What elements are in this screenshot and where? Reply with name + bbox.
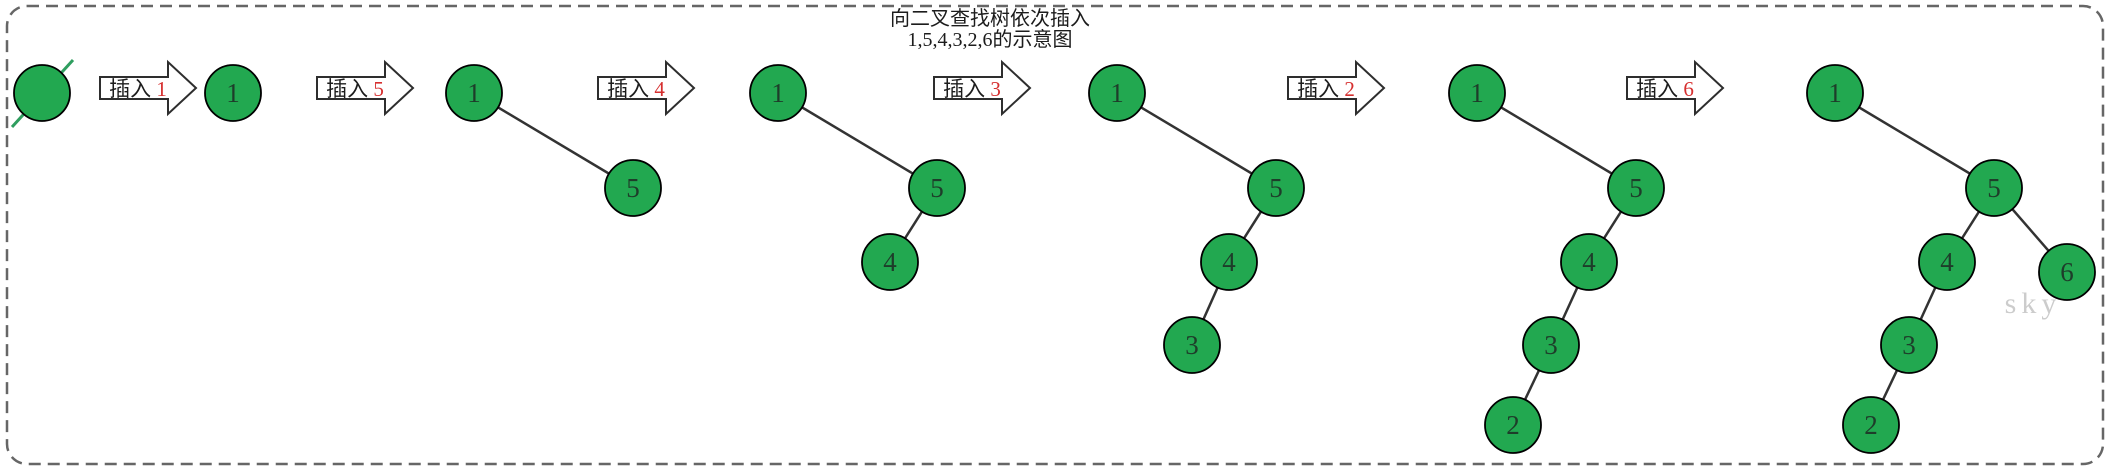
tree-node	[1806, 64, 1864, 122]
tree-node-value: 5	[1987, 173, 2001, 203]
tree-node-value: 3	[1902, 330, 1916, 360]
diagram-title-line1: 向二叉查找树依次插入	[890, 7, 1090, 30]
tree-after-insert-6: 1 5 4 3 2 6	[1806, 64, 2096, 454]
tree-node	[1247, 159, 1305, 217]
tree-node	[445, 64, 503, 122]
tree-node-value: 6	[2060, 257, 2074, 287]
tree-node	[1842, 396, 1900, 454]
tree-node	[908, 159, 966, 217]
tree-node-value: 1	[1470, 78, 1484, 108]
tree-after-insert-2: 1 5 4 3 2	[1448, 64, 1665, 454]
tree-edge	[1116, 91, 1277, 190]
arrow-label: 插入 1	[109, 77, 167, 101]
arrow-shape	[597, 59, 696, 117]
arrow-label: 插入 4	[607, 77, 665, 101]
tree-node	[1484, 396, 1542, 454]
tree-node-value: 3	[1185, 330, 1199, 360]
tree-node	[1560, 233, 1618, 291]
arrow-shape	[1287, 59, 1386, 117]
tree-empty-tree	[10, 58, 75, 129]
tree-after-insert-5: 15	[445, 64, 662, 217]
tree-node-value: 1	[1828, 78, 1842, 108]
tree-node	[1522, 316, 1580, 374]
tree-node	[1607, 159, 1665, 217]
tree-node-value: 5	[626, 173, 640, 203]
tree-edge	[1476, 91, 1637, 190]
tree-node-value: 5	[930, 173, 944, 203]
tree-node	[1200, 233, 1258, 291]
tree-node-value: 2	[1506, 410, 1520, 440]
tree-node-value: 4	[1582, 247, 1596, 277]
arrow-shape	[933, 59, 1032, 117]
arrow-label: 插入 3	[943, 77, 1001, 101]
tree-node	[1880, 316, 1938, 374]
tree-node	[1918, 233, 1976, 291]
tree-node	[604, 159, 662, 217]
dashed-border	[5, 4, 2105, 466]
arrow-shape	[1626, 59, 1725, 117]
tree-node	[204, 64, 262, 122]
arrow-label: 插入 6	[1636, 77, 1694, 101]
tree-node	[861, 233, 919, 291]
arrows-layer: 插入 1 插入 5 插入 4 插入 3 插入 2 插入 6	[99, 59, 1725, 117]
tree-node-value: 1	[771, 78, 785, 108]
tree-edge	[473, 91, 634, 190]
tree-edge	[1834, 91, 1995, 190]
tree-node	[749, 64, 807, 122]
arrow-shape	[99, 59, 198, 117]
tree-node-value: 1	[1110, 78, 1124, 108]
tree-node-value: 4	[1222, 247, 1236, 277]
insert-arrow-4: 插入 4	[597, 59, 696, 117]
tree-node-value: 3	[1544, 330, 1558, 360]
insert-arrow-3: 插入 3	[933, 59, 1032, 117]
tree-node-value: 4	[1940, 247, 1954, 277]
insert-arrow-6: 插入 6	[1626, 59, 1725, 117]
tree-node	[1163, 316, 1221, 374]
tree-node-value: 1	[226, 78, 240, 108]
arrow-label: 插入 5	[326, 77, 384, 101]
insert-arrow-2: 插入 2	[1287, 59, 1386, 117]
tree-node-value: 5	[1629, 173, 1643, 203]
tree-node-value: 2	[1864, 410, 1878, 440]
tree-edge	[777, 91, 938, 190]
tree-node	[13, 64, 71, 122]
insert-arrow-5: 插入 5	[316, 59, 415, 117]
tree-node	[1448, 64, 1506, 122]
tree-after-insert-1: 1	[204, 64, 262, 122]
tree-node	[2038, 243, 2096, 301]
arrow-label: 插入 2	[1297, 77, 1355, 101]
tree-node-value: 4	[883, 247, 897, 277]
insert-arrow-1: 插入 1	[99, 59, 198, 117]
arrow-shape	[316, 59, 415, 117]
tree-node-value: 5	[1269, 173, 1283, 203]
tree-node	[1965, 159, 2023, 217]
tree-node-value: 1	[467, 78, 481, 108]
tree-after-insert-4: 1 5 4	[749, 64, 966, 291]
tree-node	[1088, 64, 1146, 122]
diagram-title-line2: 1,5,4,3,2,6的示意图	[908, 28, 1073, 51]
